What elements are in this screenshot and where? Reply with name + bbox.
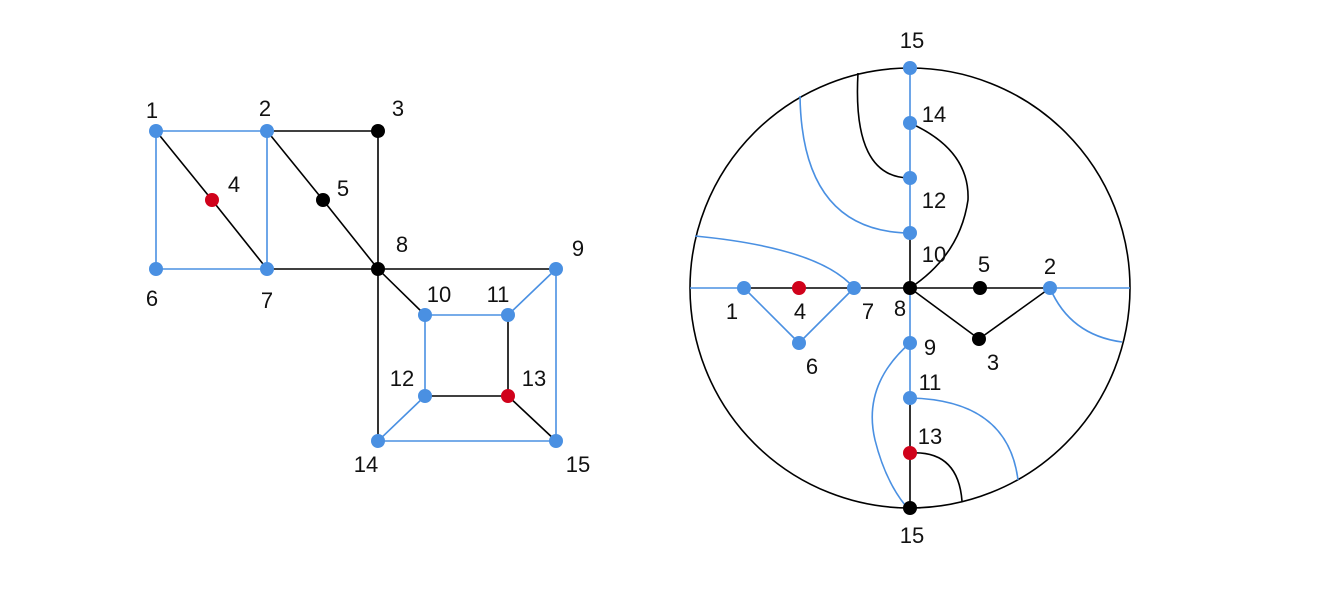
right-node-label-15-top: 15 xyxy=(900,28,924,53)
left-graph-nodes xyxy=(149,124,563,448)
right-node-7 xyxy=(847,281,861,295)
right-edge-3-2 xyxy=(978,287,1051,340)
left-node-6 xyxy=(149,262,163,276)
right-node-label-2: 2 xyxy=(1044,254,1056,279)
left-node-13 xyxy=(501,389,515,403)
right-edge-1-6 xyxy=(743,287,800,344)
left-edge-2-5 xyxy=(266,130,324,201)
right-node-9 xyxy=(903,336,917,350)
left-node-12 xyxy=(418,389,432,403)
left-node-label-2: 2 xyxy=(259,96,271,121)
left-node-7 xyxy=(260,262,274,276)
black-curve-14-8 xyxy=(909,122,969,289)
left-node-2 xyxy=(260,124,274,138)
right-node-label-3: 3 xyxy=(987,350,999,375)
right-node-label-14: 14 xyxy=(922,102,946,127)
blue-curve-9-15 xyxy=(871,342,911,506)
left-edge-13-15 xyxy=(507,395,557,442)
right-node-10 xyxy=(903,226,917,240)
left-node-15 xyxy=(549,434,563,448)
right-node-13 xyxy=(903,446,917,460)
right-node-label-7: 7 xyxy=(862,299,874,324)
right-node-6 xyxy=(792,336,806,350)
left-node-label-14: 14 xyxy=(354,452,378,477)
right-node-4 xyxy=(792,281,806,295)
blue-curve-left xyxy=(694,235,855,289)
left-node-label-6: 6 xyxy=(146,286,158,311)
right-node-15-bottom xyxy=(903,501,917,515)
left-node-label-8: 8 xyxy=(396,232,408,257)
right-graph-nodes xyxy=(737,61,1057,515)
right-node-label-1: 1 xyxy=(726,299,738,324)
right-node-label-13: 13 xyxy=(918,424,942,449)
left-node-label-5: 5 xyxy=(337,176,349,201)
left-node-8 xyxy=(371,262,385,276)
left-node-10 xyxy=(418,308,432,322)
right-node-1 xyxy=(737,281,751,295)
right-node-label-10: 10 xyxy=(922,242,946,267)
left-edge-9-11 xyxy=(507,268,557,316)
left-node-label-10: 10 xyxy=(427,282,451,307)
right-node-label-8: 8 xyxy=(894,296,906,321)
right-node-label-4: 4 xyxy=(794,299,806,324)
left-node-label-3: 3 xyxy=(392,96,404,121)
left-node-3 xyxy=(371,124,385,138)
black-curve-bottom xyxy=(909,452,963,502)
black-curve-top xyxy=(856,72,911,179)
right-node-3 xyxy=(972,332,986,346)
left-node-14 xyxy=(371,434,385,448)
left-node-9 xyxy=(549,262,563,276)
left-node-label-4: 4 xyxy=(228,172,240,197)
left-edge-8-10 xyxy=(377,268,426,316)
left-edge-12-14 xyxy=(377,395,426,442)
right-node-label-11: 11 xyxy=(919,370,942,395)
left-node-11 xyxy=(501,308,515,322)
left-node-label-11: 11 xyxy=(487,282,510,307)
left-node-4 xyxy=(205,193,219,207)
right-graph-edges xyxy=(743,68,1051,508)
right-node-14 xyxy=(903,116,917,130)
right-node-label-6: 6 xyxy=(806,354,818,379)
right-node-11 xyxy=(903,391,917,405)
right-node-label-12: 12 xyxy=(922,188,946,213)
left-edge-5-8 xyxy=(322,199,379,270)
right-edge-8-3 xyxy=(909,287,980,340)
left-edge-4-7 xyxy=(211,199,268,270)
right-node-label-5: 5 xyxy=(978,252,990,277)
right-node-2 xyxy=(1043,281,1057,295)
blue-curve-right xyxy=(1049,287,1123,343)
right-graph-curves xyxy=(690,72,1130,506)
right-node-12 xyxy=(903,171,917,185)
left-node-label-1: 1 xyxy=(146,98,158,123)
right-node-8 xyxy=(903,281,917,295)
right-node-15-top xyxy=(903,61,917,75)
left-node-label-9: 9 xyxy=(572,236,584,261)
left-node-label-15: 15 xyxy=(566,452,590,477)
right-edge-6-7 xyxy=(798,287,855,344)
left-edge-1-4 xyxy=(155,130,213,201)
left-node-label-7: 7 xyxy=(261,288,273,313)
left-node-5 xyxy=(316,193,330,207)
blue-curve-bottom-right xyxy=(909,397,1019,481)
right-node-label-9: 9 xyxy=(924,335,936,360)
left-node-label-13: 13 xyxy=(522,366,546,391)
blue-curve-top xyxy=(799,95,911,234)
right-node-label-15-bottom: 15 xyxy=(900,523,924,548)
left-node-1 xyxy=(149,124,163,138)
left-graph-edges xyxy=(155,130,557,442)
left-node-label-12: 12 xyxy=(390,366,414,391)
right-node-5 xyxy=(973,281,987,295)
